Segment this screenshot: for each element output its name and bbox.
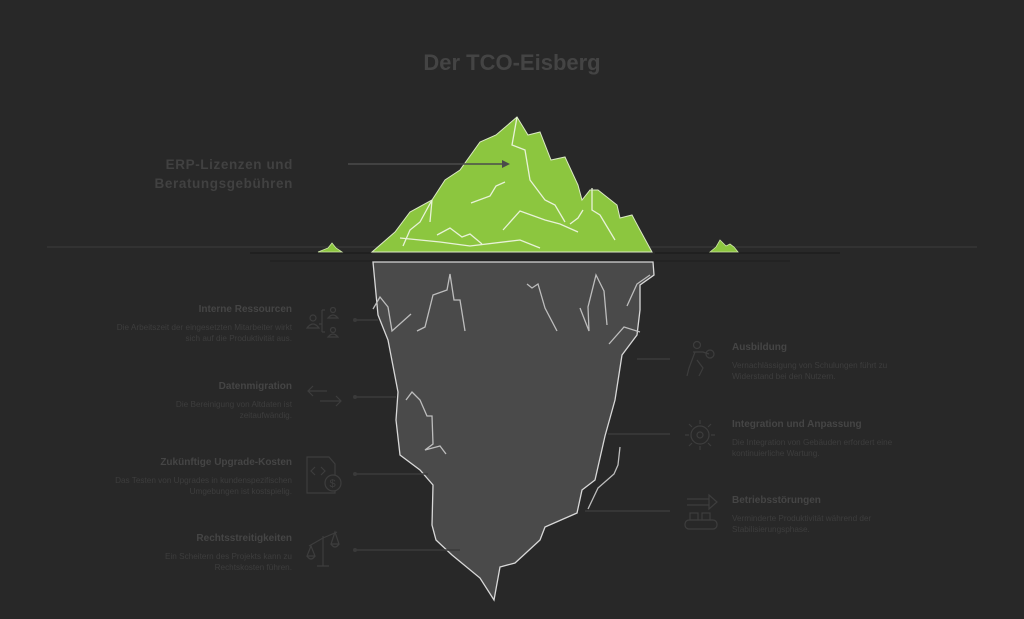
above-water-label-line1: ERP-Lizenzen und (165, 157, 293, 172)
item-desc-1: Vernachlässigung von Schulungen führt zu (732, 361, 888, 370)
cost-item-disruptions: Betriebsstörungen Verminderte Produktivi… (732, 494, 972, 535)
item-desc-2: Widerstand bei den Nutzern. (732, 372, 836, 381)
item-title: Datenmigration (218, 381, 292, 392)
scales-icon (306, 530, 340, 567)
item-desc-2: Rechtskosten führen. (214, 563, 292, 572)
item-desc-1: Ein Scheitern des Projekts kann zu (165, 552, 292, 561)
item-desc-1: Das Testen von Upgrades in kundenspezifi… (115, 476, 292, 485)
item-title: Rechtsstreitigkeiten (196, 533, 292, 544)
item-desc-2: kontinuierliche Wartung. (732, 449, 820, 458)
gear-sun-icon (685, 420, 715, 450)
item-desc-2: zeitaufwändig. (239, 411, 292, 420)
iceberg-underwater (372, 261, 655, 602)
page-title: Der TCO-Eisberg (423, 50, 601, 75)
item-desc-2: Umgebungen ist kostspielig. (189, 487, 292, 496)
people-org-icon (305, 306, 340, 338)
item-desc-2: sich auf die Produktivität aus. (185, 334, 293, 343)
iceberg-tip (370, 116, 653, 253)
item-title: Ausbildung (732, 342, 787, 353)
cost-item-integration: Integration und Anpassung Die Integratio… (732, 418, 972, 459)
cost-item-training: Ausbildung Vernachlässigung von Schulung… (732, 341, 972, 382)
item-title: Betriebsstörungen (732, 495, 821, 506)
conveyor-icon (684, 493, 718, 530)
item-desc-1: Verminderte Produktivität während der (732, 514, 872, 523)
small-iceberg-right (708, 239, 739, 253)
code-cost-icon: $ (306, 456, 342, 494)
item-desc-2: Stabilisierungsphase. (732, 525, 810, 534)
cost-item-upgrade-costs: Zukünftige Upgrade-Kosten Das Testen von… (60, 456, 292, 497)
cost-item-litigation: Rechtsstreitigkeiten Ein Scheitern des P… (60, 532, 292, 573)
item-title: Integration und Anpassung (732, 419, 862, 430)
item-desc-1: Die Arbeitszeit der eingesetzten Mitarbe… (116, 323, 292, 332)
person-training-icon (686, 340, 715, 377)
item-title: Interne Ressourcen (198, 304, 292, 315)
svg-text:$: $ (330, 478, 336, 490)
above-water-label-line2: Beratungsgebühren (154, 176, 293, 191)
item-title: Zukünftige Upgrade-Kosten (160, 457, 292, 468)
transfer-arrows-icon (307, 385, 342, 407)
small-iceberg-left (317, 242, 344, 253)
cost-item-internal-resources: Interne Ressourcen Die Arbeitszeit der e… (60, 303, 292, 344)
item-desc-1: Die Integration von Gebäuden erfordert e… (732, 438, 893, 447)
cost-item-data-migration: Datenmigration Die Bereinigung von Altda… (60, 380, 292, 421)
above-water-label: ERP-Lizenzen und Beratungsgebühren (100, 155, 293, 193)
item-desc-1: Die Bereinigung von Altdaten ist (175, 400, 292, 409)
